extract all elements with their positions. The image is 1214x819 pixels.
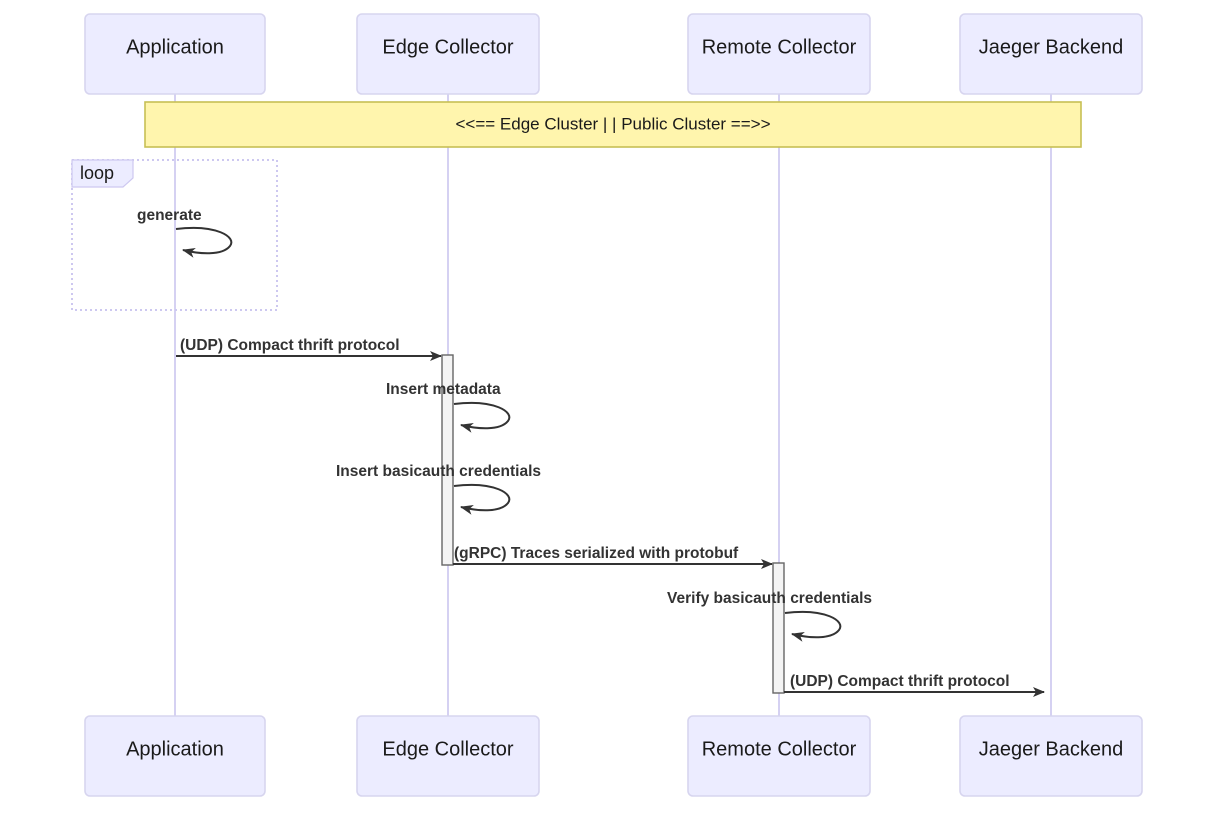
participants-bottom: Application Edge Collector Remote Collec… [84,715,1143,797]
messages: (UDP) Compact thrift protocol Insert met… [176,337,1045,697]
participant-label: Edge Collector [382,36,514,58]
self-message-arc [175,226,233,258]
note-label: <<== Edge Cluster | | Public Cluster ==>… [455,114,770,133]
message-label: Insert metadata [386,381,501,398]
message-label: (gRPC) Traces serialized with protobuf [454,545,739,562]
message-label: Verify basicauth credentials [667,590,872,607]
message-udp-compact-thrift-1: (UDP) Compact thrift protocol [176,337,442,361]
participant-edge-collector-top[interactable]: Edge Collector [356,13,540,95]
participant-box[interactable] [84,715,266,797]
note-edge-public-cluster: <<== Edge Cluster | | Public Cluster ==>… [144,101,1082,148]
loop-tab-label: loop [80,163,114,183]
activation-remote-collector [772,562,785,694]
participant-label: Jaeger Backend [979,738,1124,760]
participant-box[interactable] [959,13,1143,95]
participant-application-bottom[interactable]: Application [84,715,266,797]
participant-jaeger-backend-top[interactable]: Jaeger Backend [959,13,1143,95]
participant-remote-collector-top[interactable]: Remote Collector [687,13,871,95]
message-generate: generate [137,207,233,258]
message-label: (UDP) Compact thrift protocol [790,673,1010,690]
message-label: generate [137,207,202,224]
activations [441,354,785,694]
participant-edge-collector-bottom[interactable]: Edge Collector [356,715,540,797]
participant-label: Edge Collector [382,738,514,760]
message-label: (UDP) Compact thrift protocol [180,337,400,354]
participant-label: Jaeger Backend [979,36,1124,58]
participant-box[interactable] [687,13,871,95]
self-message-arc [453,401,511,433]
participant-remote-collector-bottom[interactable]: Remote Collector [687,715,871,797]
participant-box[interactable] [356,715,540,797]
loop-frame [71,159,278,311]
message-verify-basicauth-credentials: Verify basicauth credentials [667,590,872,642]
participant-label: Remote Collector [702,738,857,760]
participant-box[interactable] [84,13,266,95]
self-message-arc [453,483,511,515]
activation-edge-collector [441,354,454,566]
self-message-arc [784,610,842,642]
loop-fragment: loop generate [71,159,278,311]
participant-label: Application [126,738,224,760]
participant-box[interactable] [687,715,871,797]
participant-jaeger-backend-bottom[interactable]: Jaeger Backend [959,715,1143,797]
message-insert-metadata: Insert metadata [386,381,511,433]
lifelines [174,94,1052,716]
participant-application-top[interactable]: Application [84,13,266,95]
message-insert-basicauth-credentials: Insert basicauth credentials [336,463,541,515]
loop-tab [71,159,134,188]
note-box [144,101,1082,148]
participant-label: Application [126,36,224,58]
participant-label: Remote Collector [702,36,857,58]
participant-box[interactable] [959,715,1143,797]
message-grpc-traces-protobuf: (gRPC) Traces serialized with protobuf [453,545,773,569]
participants-top: Application Edge Collector Remote Collec… [84,13,1143,95]
participant-box[interactable] [356,13,540,95]
message-udp-compact-thrift-2: (UDP) Compact thrift protocol [784,673,1045,697]
message-label: Insert basicauth credentials [336,463,541,480]
